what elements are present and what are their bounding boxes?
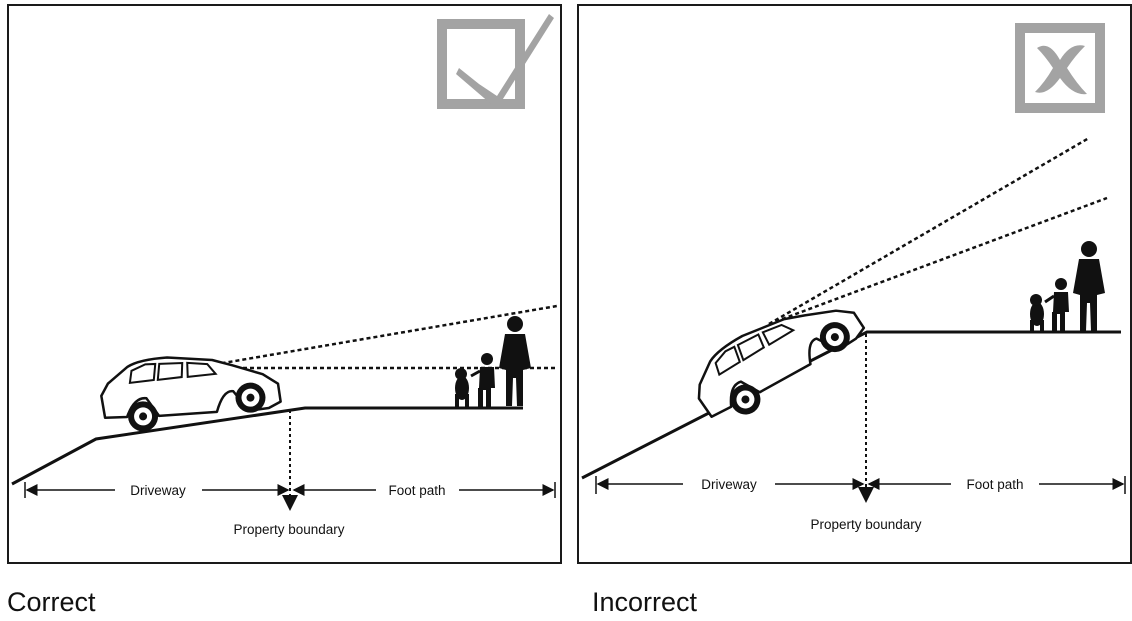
adult-icon (499, 316, 531, 406)
property-boundary-label: Property boundary (233, 522, 344, 537)
property-boundary-label: Property boundary (810, 517, 921, 532)
checkmark-icon (437, 14, 554, 109)
correct-diagram-panel: Driveway Foot path Property boundary (7, 4, 562, 564)
child-icon (470, 353, 495, 408)
child-icon (1044, 278, 1069, 332)
incorrect-diagram: Driveway Foot path Property boundary (581, 23, 1126, 532)
footpath-label: Foot path (966, 477, 1023, 492)
incorrect-caption: Incorrect (592, 587, 698, 617)
ground-line (581, 330, 1121, 480)
sight-line-upper (193, 304, 558, 370)
driveway-label: Driveway (130, 483, 186, 498)
dog-icon (455, 368, 469, 409)
correct-diagram: Driveway Foot path Property boundary (11, 14, 558, 537)
car-icon (697, 309, 866, 418)
driveway-label: Driveway (701, 477, 757, 492)
correct-caption: Correct (7, 587, 96, 617)
sight-line-upper (768, 136, 1090, 326)
footpath-label: Foot path (388, 483, 445, 498)
adult-icon (1073, 241, 1105, 331)
ground-line (11, 406, 523, 486)
car-icon (100, 356, 282, 432)
cross-icon (1015, 23, 1105, 113)
incorrect-diagram-panel: Driveway Foot path Property boundary (577, 4, 1132, 564)
dog-icon (1030, 294, 1044, 333)
